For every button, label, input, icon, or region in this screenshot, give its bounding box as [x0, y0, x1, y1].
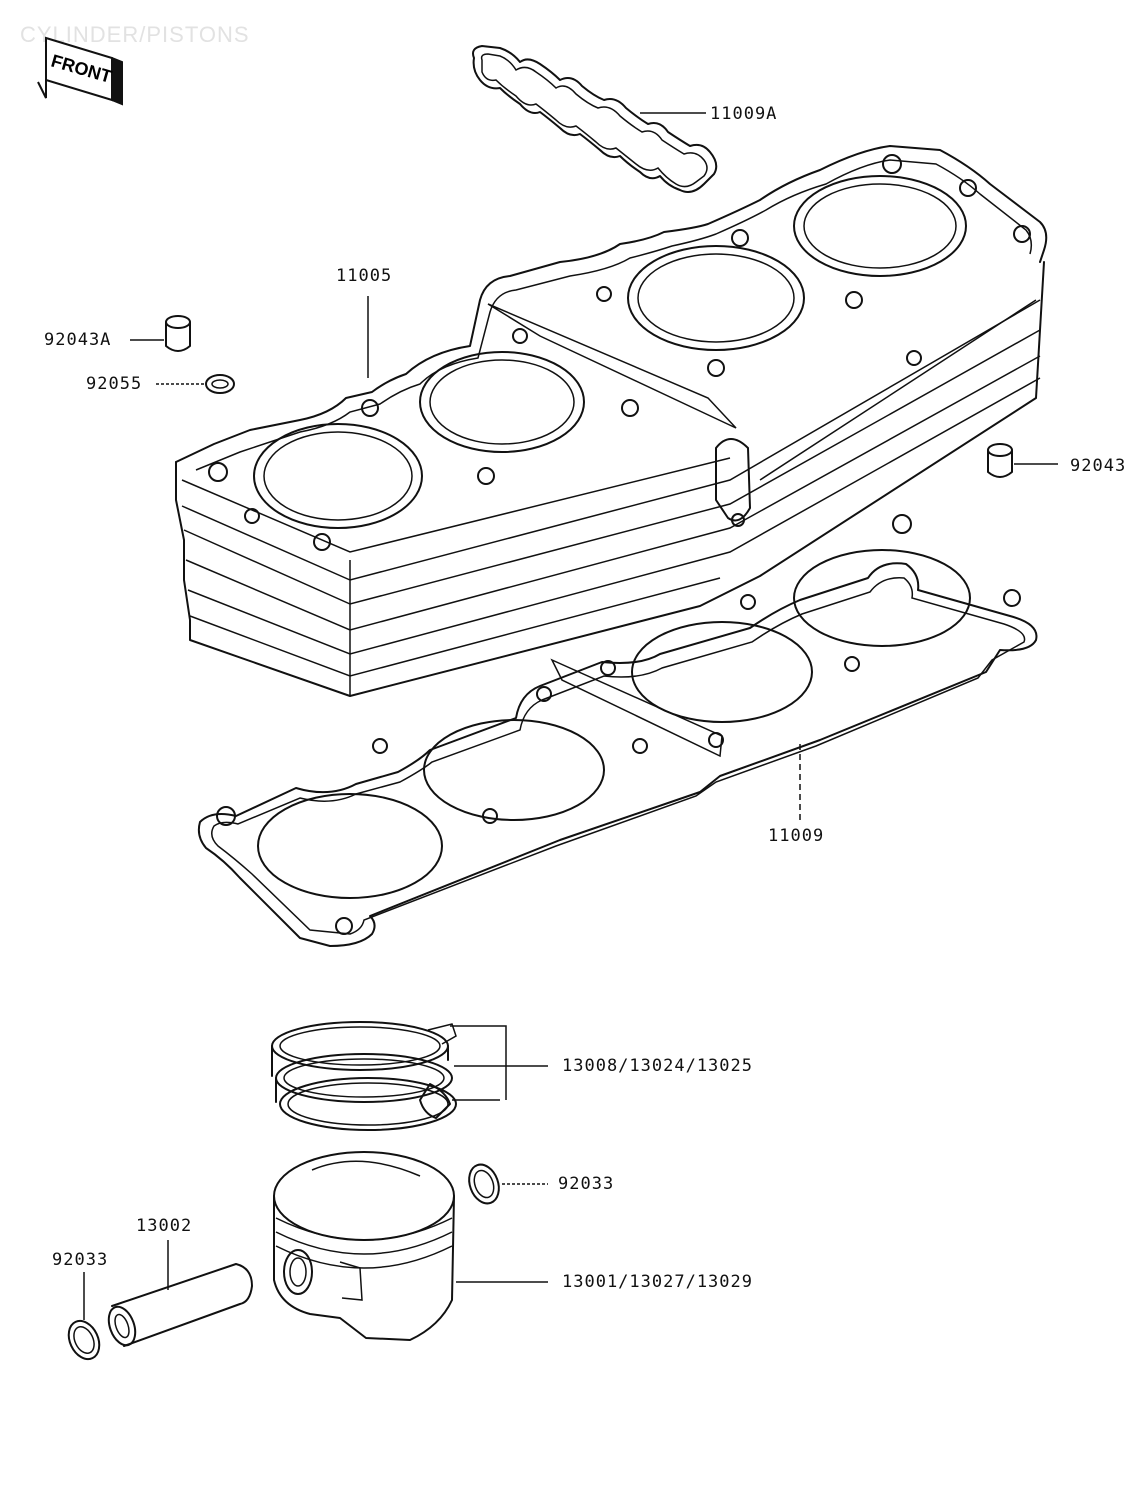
part-label-piston: 13001/13027/13029: [562, 1272, 753, 1292]
gasket-bore-4: [793, 549, 971, 647]
dowel-pin-92043: [987, 443, 1013, 478]
piston-rings-13008: [271, 1021, 457, 1131]
o-ring-92055: [205, 374, 235, 394]
cylinder-block-11005: [175, 145, 1048, 697]
bore-2: [419, 351, 585, 453]
circlip-92033-left: [67, 1319, 101, 1361]
part-label-92033-right: 92033: [558, 1174, 615, 1194]
gasket-bore-1: [257, 793, 443, 899]
dowel-pin-92043A: [165, 315, 191, 352]
bore-1: [253, 423, 423, 529]
circlip-92033-right: [468, 1163, 500, 1205]
base-gasket-11009: [197, 514, 1038, 947]
leader-rings: [450, 1025, 548, 1101]
gasket-bore-3: [631, 621, 813, 723]
front-direction-badge: FRONT: [37, 36, 123, 106]
part-label-rings: 13008/13024/13025: [562, 1056, 753, 1076]
part-label-11009: 11009: [768, 826, 825, 846]
part-label-92043A: 92043A: [44, 330, 112, 350]
gasket-bore-2: [423, 719, 605, 821]
part-label-92055: 92055: [86, 374, 143, 394]
part-label-11005: 11005: [336, 266, 393, 286]
bore-3: [627, 245, 805, 351]
bore-4: [793, 175, 967, 277]
part-label-11009A: 11009A: [710, 104, 778, 124]
piston-pin-13002: [107, 1263, 253, 1347]
part-label-13002: 13002: [136, 1216, 193, 1236]
cover-gasket-11009A: [472, 45, 718, 193]
piston-13001: [273, 1151, 455, 1341]
part-label-92043: 92043: [1070, 456, 1127, 476]
part-label-92033-left: 92033: [52, 1250, 109, 1270]
